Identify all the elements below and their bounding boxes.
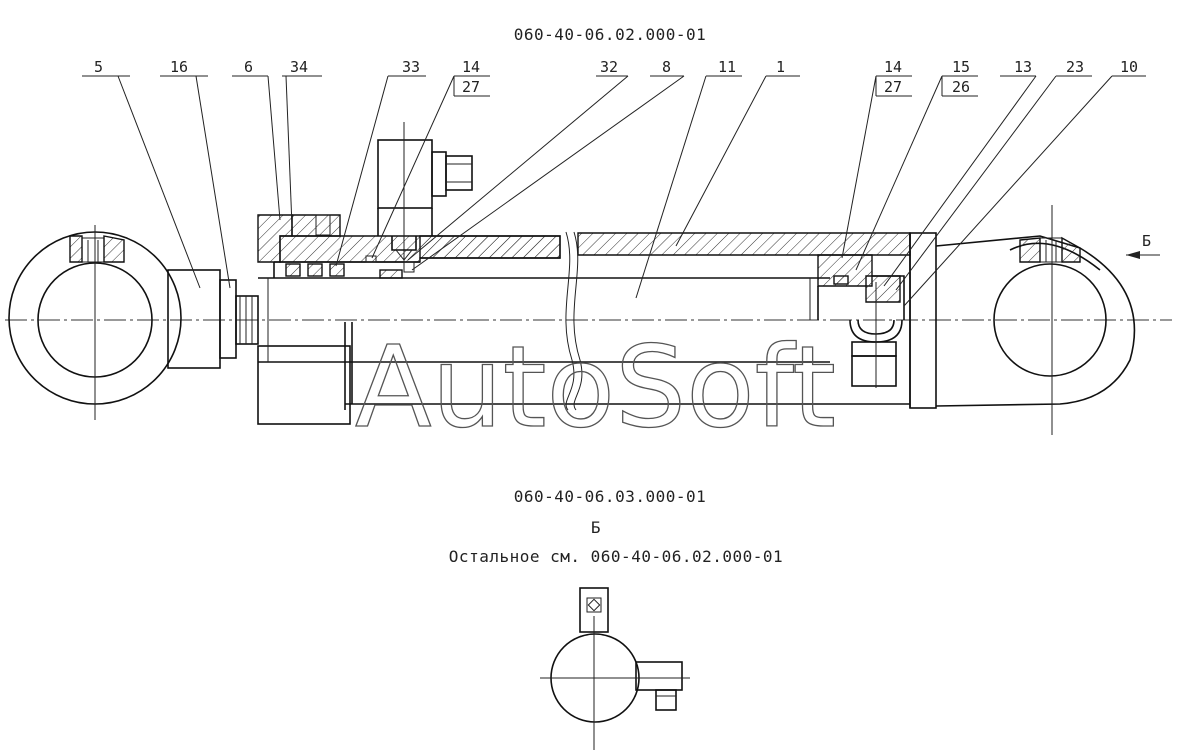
view-letter: Б: [591, 518, 601, 537]
rod-end-block: [167, 269, 351, 425]
callout-34: 34: [290, 58, 308, 76]
callout-13: 13: [1014, 58, 1032, 76]
cylinder-barrel: [344, 231, 937, 411]
callout-leaders: [82, 75, 1146, 307]
watermark: AutoSoft: [355, 323, 836, 453]
callout-16: 16: [170, 58, 188, 76]
callout-14-right: 14: [884, 58, 902, 76]
callout-26: 26: [952, 78, 970, 96]
top-drawing-code: 060-40-06.02.000-01: [514, 25, 707, 44]
callout-23: 23: [1066, 58, 1084, 76]
callout-10: 10: [1120, 58, 1138, 76]
callout-8: 8: [662, 58, 671, 76]
callout-27-left: 27: [462, 78, 480, 96]
callout-32: 32: [600, 58, 618, 76]
callout-labels: 5 16 6 34 33 14 32 8 11 1 14 15 13 23 10…: [94, 58, 1138, 96]
view-arrow: Б: [1126, 232, 1160, 259]
callout-6: 6: [244, 58, 253, 76]
right-eye: [935, 205, 1136, 435]
note-text: Остальное см. 060-40-06.02.000-01: [449, 547, 783, 566]
callout-27-right: 27: [884, 78, 902, 96]
callout-15: 15: [952, 58, 970, 76]
callout-5: 5: [94, 58, 103, 76]
view-arrow-letter: Б: [1142, 232, 1151, 250]
piston-rod: [258, 277, 830, 363]
callout-1: 1: [776, 58, 785, 76]
bottom-drawing-code: 060-40-06.03.000-01: [514, 487, 707, 506]
callout-11: 11: [718, 58, 736, 76]
view-b-detail: [540, 587, 690, 750]
callout-14-left: 14: [462, 58, 480, 76]
callout-33: 33: [402, 58, 420, 76]
left-eye: [8, 225, 182, 420]
port-fitting: [377, 122, 473, 270]
piston: [817, 254, 905, 388]
